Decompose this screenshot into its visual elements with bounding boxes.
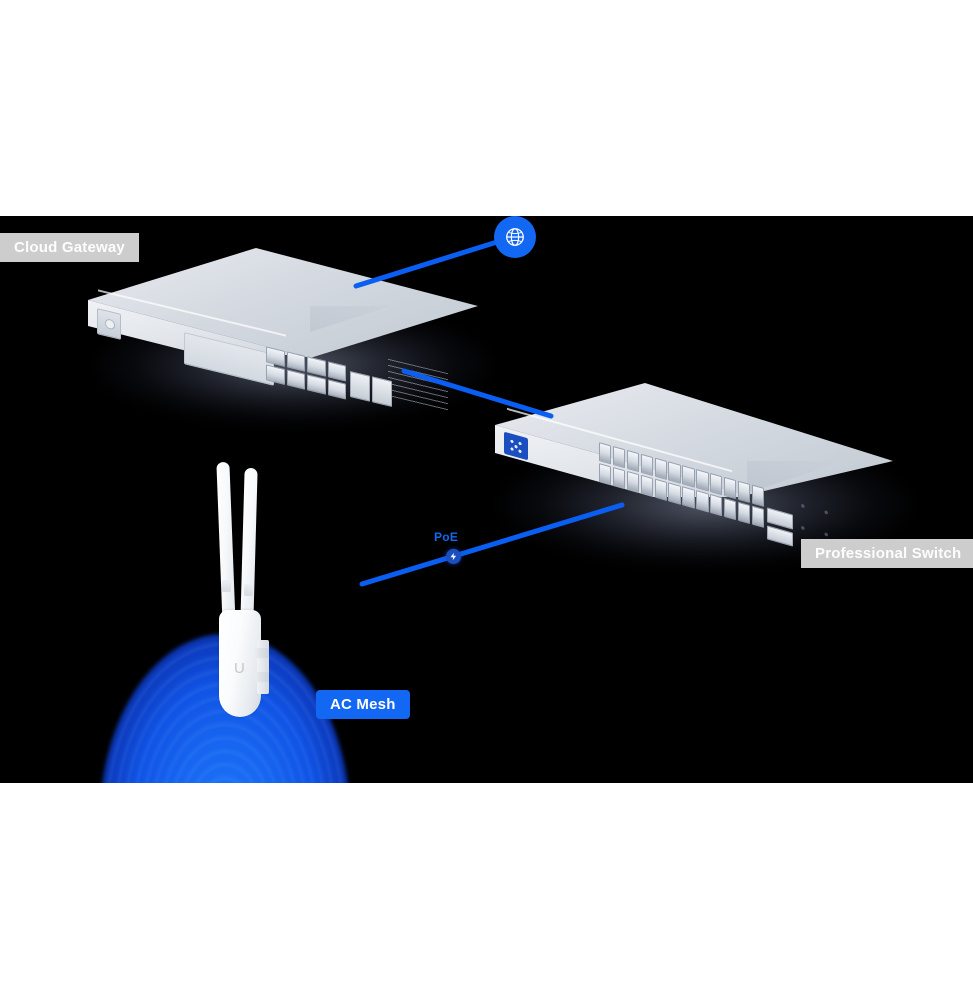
internet-globe-node[interactable] xyxy=(494,216,536,258)
ubiquiti-u-logo: U xyxy=(234,660,245,677)
ap-antenna-hinge-left xyxy=(222,580,231,592)
poe-label: PoE xyxy=(434,530,459,544)
diagram-canvas: U PoE Cloud Gateway Profes xyxy=(0,216,973,783)
device-professional-switch[interactable] xyxy=(495,383,893,551)
ap-antenna-hinge-right xyxy=(244,584,253,596)
diagram-title: UniFi network topology xyxy=(0,0,1,1)
bolt-icon xyxy=(450,552,457,561)
label-ac-mesh: AC Mesh xyxy=(316,690,410,719)
label-cloud-gateway: Cloud Gateway xyxy=(0,233,139,262)
globe-icon xyxy=(506,228,524,246)
link-internet-to-gateway xyxy=(353,239,500,289)
poe-badge[interactable] xyxy=(446,549,461,564)
ap-mount-bracket xyxy=(255,640,269,694)
ap-body xyxy=(219,610,261,717)
label-professional-switch: Professional Switch xyxy=(801,539,973,568)
link-gateway-to-switch xyxy=(401,368,554,419)
device-cloud-gateway[interactable] xyxy=(88,248,478,414)
link-switch-to-ac-mesh xyxy=(359,502,625,587)
device-ac-mesh-access-point[interactable]: U xyxy=(205,461,285,717)
connector-lines xyxy=(353,239,625,587)
